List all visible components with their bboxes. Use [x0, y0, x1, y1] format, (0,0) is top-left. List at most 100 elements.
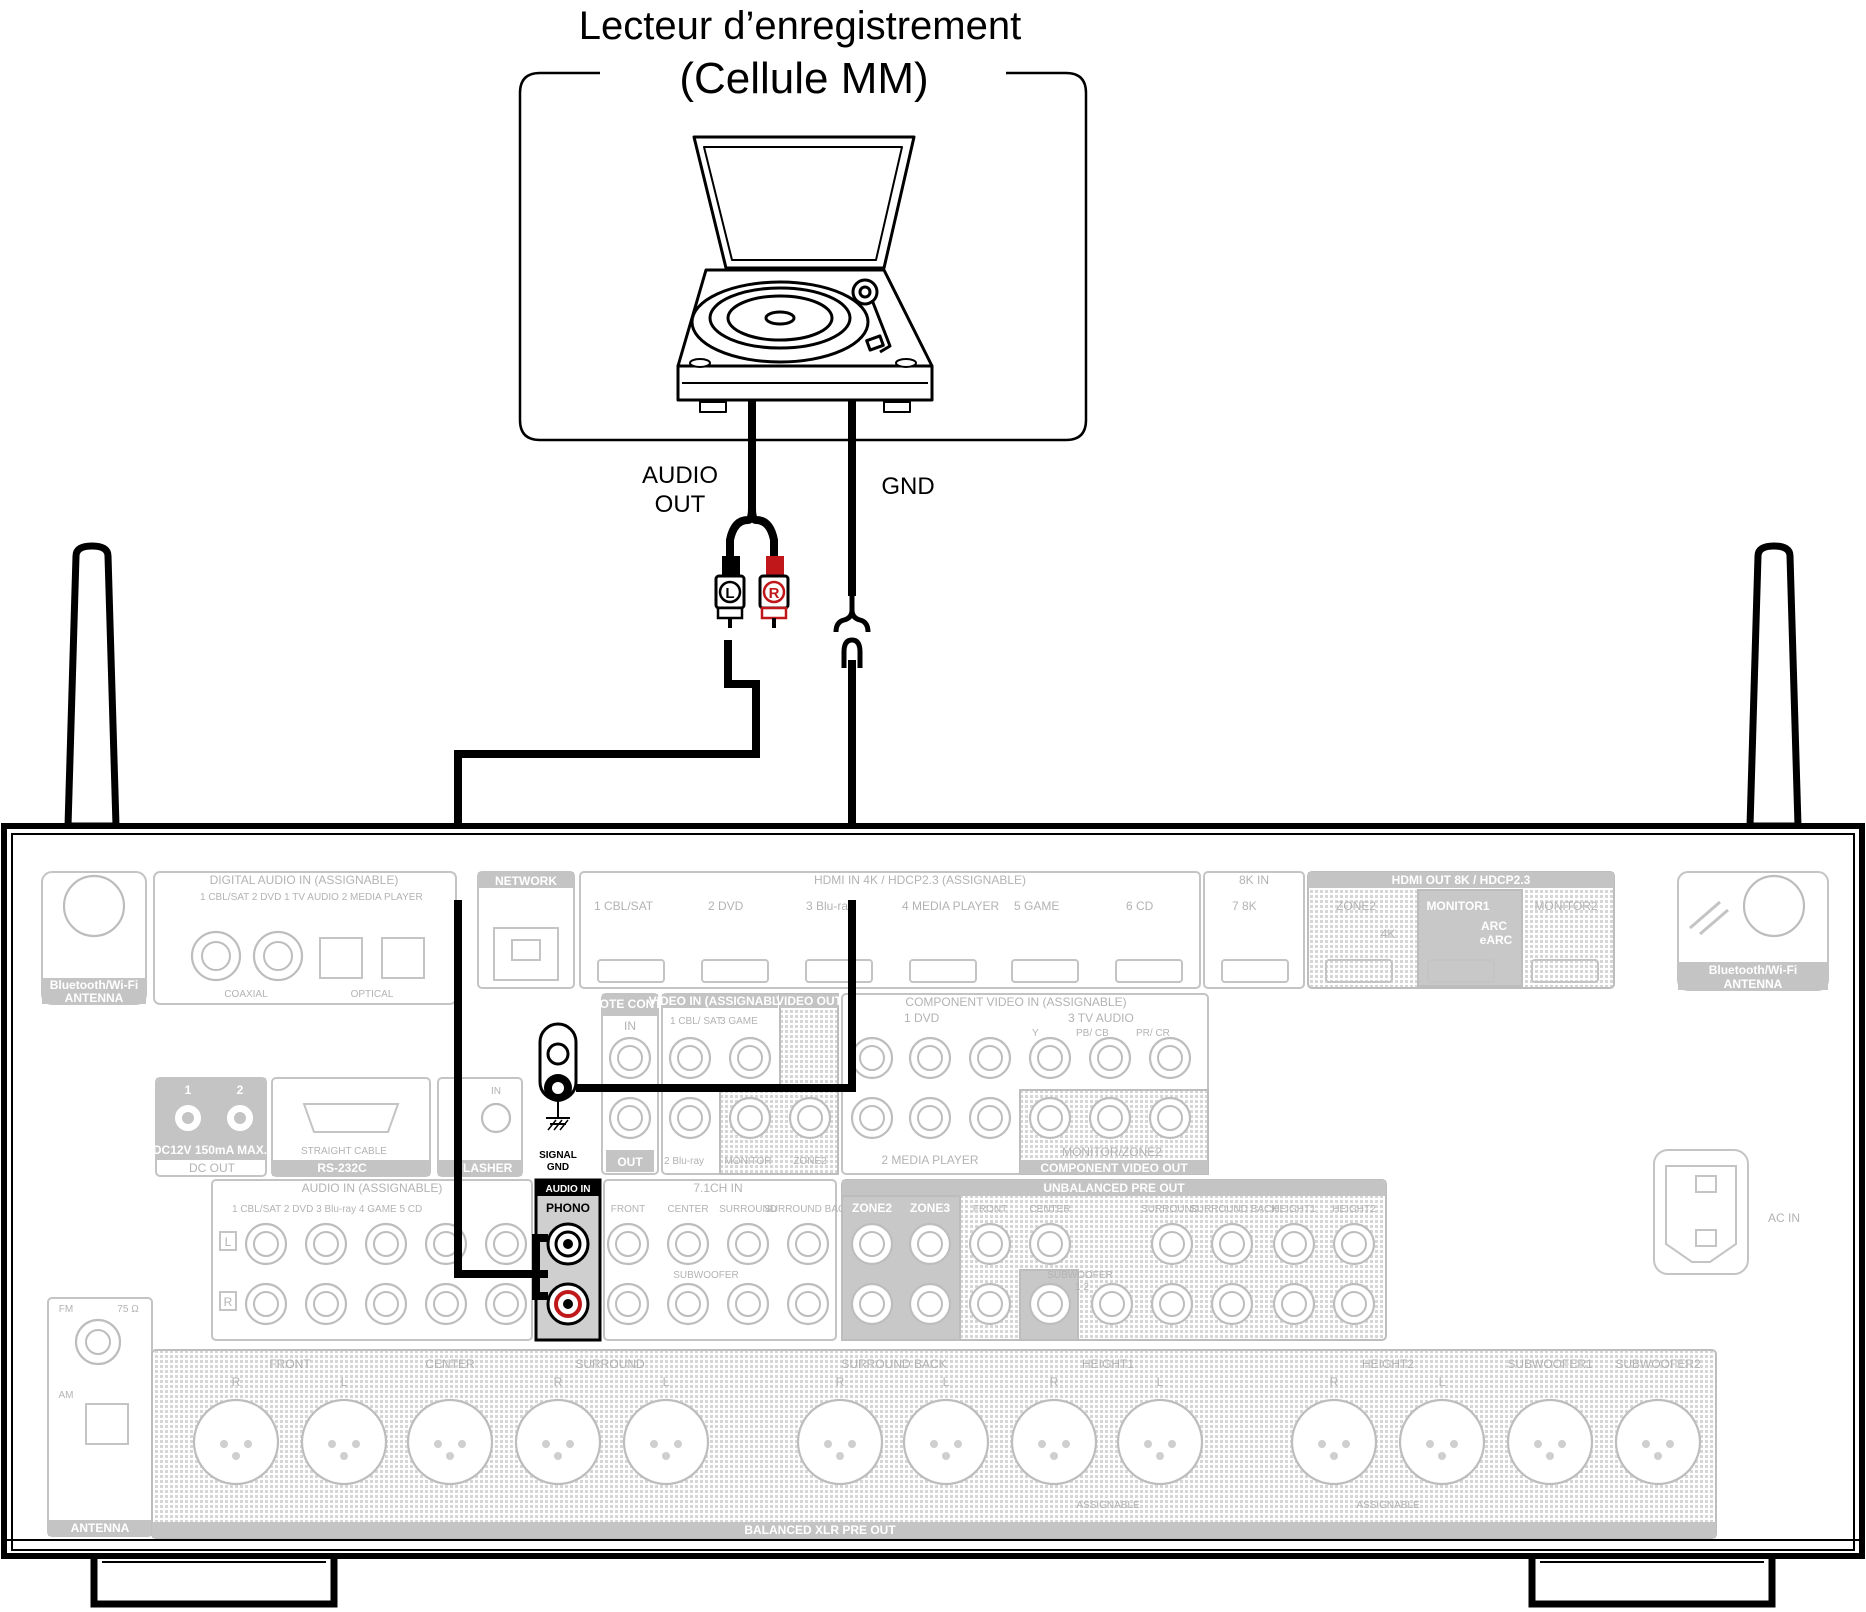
hdmi-out-earc: eARC: [1480, 933, 1513, 947]
component-pr-label: PR/ CR: [1136, 1028, 1170, 1039]
xlr-sback-l: L: [943, 1375, 950, 1389]
xlr-height1: HEIGHT1: [1082, 1357, 1134, 1371]
hdmi-out-zone2: ZONE2: [1336, 899, 1376, 913]
xlr-surround: SURROUND: [575, 1357, 645, 1371]
audio-in-label: AUDIO IN (ASSIGNABLE): [302, 1181, 443, 1195]
component-video-in-label: COMPONENT VIDEO IN (ASSIGNABLE): [905, 995, 1126, 1009]
xlr-surround-back: SURROUND BACK: [841, 1357, 946, 1371]
ac-in-label: AC IN: [1768, 1211, 1800, 1225]
antenna-right-label1: Bluetooth/Wi-Fi: [1709, 963, 1798, 977]
rs232c-cable-label: STRAIGHT CABLE: [301, 1146, 387, 1157]
audio-cable: AUDIO OUT: [642, 400, 778, 560]
hdmi-out-zone2-4k: 4K: [1381, 927, 1396, 941]
hdmi-input-5: 5 GAME: [1014, 899, 1059, 913]
network-label: NETWORK: [495, 874, 557, 888]
xlr-height1-l: L: [1157, 1375, 1164, 1389]
xlr-front-l: L: [341, 1375, 348, 1389]
device-frame: [518, 71, 1088, 442]
pre-out-front: FRONT: [973, 1204, 1007, 1215]
xlr-group-labels: FRONT CENTER SURROUND SURROUND BACK HEIG…: [269, 1357, 1701, 1371]
xlr-center: CENTER: [425, 1357, 475, 1371]
signal-gnd-label1: SIGNAL: [539, 1150, 577, 1161]
xlr-front: FRONT: [269, 1357, 311, 1371]
pre-out-subwoofer: SUBWOOFER: [1047, 1270, 1113, 1281]
hdmi-8k-input: 7 8K: [1232, 899, 1257, 913]
video-in-1-label: 1 CBL/ SAT: [670, 1016, 722, 1027]
remote-in-label: IN: [624, 1019, 636, 1033]
component-1-label: 1 DVD: [904, 1011, 940, 1025]
xlr-surround-r: R: [554, 1375, 563, 1389]
foot-right: [1528, 1556, 1776, 1608]
hdmi-input-4: 4 MEDIA PLAYER: [902, 899, 999, 913]
foot-left: [90, 1556, 338, 1608]
component-pb-label: PB/ CB: [1076, 1028, 1109, 1039]
hdmi-out-monitor2: MONITOR2: [1534, 899, 1597, 913]
remote-out-label: OUT: [617, 1155, 643, 1169]
hdmi-out-monitor1: MONITOR1: [1426, 899, 1489, 913]
fm-ohm-label: 75 Ω: [117, 1304, 139, 1315]
component-video-out-label: COMPONENT VIDEO OUT: [1040, 1161, 1188, 1175]
balanced-xlr-label: BALANCED XLR PRE OUT: [744, 1523, 896, 1537]
video-in-3-label: 3 GAME: [720, 1016, 758, 1027]
xlr-subwoofer1: SUBWOOFER1: [1507, 1357, 1593, 1371]
ch71-front: FRONT: [611, 1204, 645, 1215]
hdmi-input-2: 2 DVD: [708, 899, 744, 913]
xlr-sback-r: R: [836, 1375, 845, 1389]
monitor-zone2-label: MONITOR/ZONE2: [1062, 1145, 1162, 1159]
am-label: AM: [59, 1390, 74, 1401]
ch71-subwoofer: SUBWOOFER: [673, 1270, 739, 1281]
pre-out-jacks: [850, 1222, 1376, 1326]
audio-r-label: R: [224, 1295, 233, 1309]
hdmi-input-3: 3 Blu-ray: [806, 899, 854, 913]
audio-out-label-line2: OUT: [655, 491, 706, 518]
device-title-line2: (Cellule MM): [679, 54, 928, 103]
ch71-in-label: 7.1CH IN: [693, 1181, 742, 1195]
xlr-height2: HEIGHT2: [1362, 1357, 1414, 1371]
monitor-label: MONITOR: [724, 1156, 771, 1167]
xlr-lr-labels: R L R L R L R L R L: [232, 1375, 1446, 1389]
ch71-surround-back: SURROUND BACK: [764, 1204, 852, 1215]
hdmi-out-label: HDMI OUT 8K / HDCP2.3: [1392, 873, 1531, 887]
dc-spec-label: DC12V 150mA MAX.: [153, 1143, 267, 1157]
antenna-left: [64, 542, 120, 830]
video-in-2-label: 2 Blu-ray: [664, 1156, 704, 1167]
xlr-front-r: R: [232, 1375, 241, 1389]
component-y-label: Y: [1032, 1028, 1039, 1039]
xlr-height2-l: L: [1439, 1375, 1446, 1389]
pre-out-sub-nums: 1 2: [1075, 1282, 1089, 1293]
dc-out-label: DC OUT: [189, 1161, 236, 1175]
pre-out-zone2: ZONE2: [852, 1201, 892, 1215]
fm-label: FM: [59, 1304, 73, 1315]
plug-left-letter: L: [725, 585, 734, 602]
audio-out-label-line1: AUDIO: [642, 462, 718, 489]
ch71-center: CENTER: [667, 1204, 708, 1215]
component-3-label: 3 TV AUDIO: [1068, 1011, 1134, 1025]
pre-out-surround-back: SURROUND BACK: [1190, 1204, 1278, 1215]
rca-plugs: L R: [714, 556, 790, 628]
dc-out-ch1: 1: [185, 1083, 192, 1097]
hdmi-8k-in-label: 8K IN: [1239, 873, 1269, 887]
audio-inputs-label: 1 CBL/SAT 2 DVD 3 Blu-ray 4 GAME 5 CD: [232, 1204, 422, 1215]
hdmi-input-6: 6 CD: [1126, 899, 1154, 913]
video-out-label: VIDEO OUT: [776, 994, 843, 1008]
phono-label: PHONO: [546, 1201, 590, 1215]
xlr-height1-r: R: [1050, 1375, 1059, 1389]
xlr-assignable-2: ASSIGNABLE: [1356, 1500, 1420, 1511]
pre-out-center: CENTER: [1029, 1204, 1070, 1215]
pre-out-zone3: ZONE3: [910, 1201, 950, 1215]
video-in-label: VIDEO IN (ASSIGNABLE): [649, 994, 792, 1008]
xlr-height2-r: R: [1330, 1375, 1339, 1389]
xlr-assignable-1: ASSIGNABLE: [1076, 1500, 1140, 1511]
phono-header: AUDIO IN: [546, 1184, 591, 1195]
turntable-device: Lecteur d’enregistrement (Cellule MM): [518, 4, 1088, 442]
coaxial-label: COAXIAL: [224, 989, 268, 1000]
dc-out-ch2: 2: [237, 1083, 244, 1097]
phono-input: AUDIO IN PHONO: [534, 1178, 602, 1342]
unbalanced-pre-out-label: UNBALANCED PRE OUT: [1043, 1181, 1185, 1195]
audio-in-jacks: [244, 1222, 528, 1326]
turntable-icon: [676, 135, 934, 413]
audio-l-label: L: [225, 1235, 232, 1249]
digital-audio-in-label: DIGITAL AUDIO IN (ASSIGNABLE): [210, 873, 399, 887]
remote-control-label: REMOTE CONTROL: [573, 997, 687, 1011]
